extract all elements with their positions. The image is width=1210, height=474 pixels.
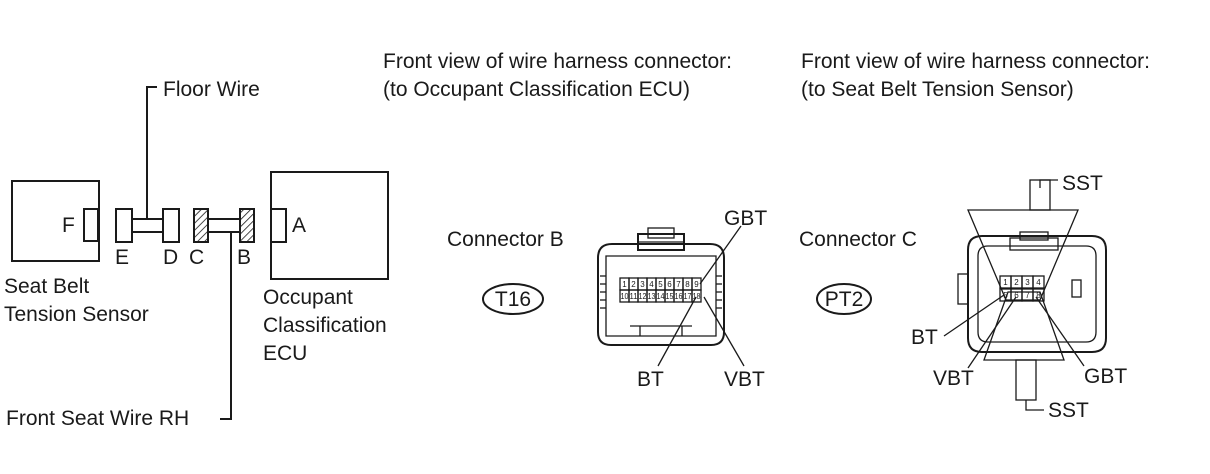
gbt-leader-b [699,225,742,285]
connector-b-heading-line2: (to Occupant Classification ECU) [383,78,690,101]
sensor-label-line2: Tension Sensor [4,303,149,326]
sst-probe-bottom [983,291,1065,361]
b-pin: 6 [667,280,672,289]
b-pin: 13 [648,292,656,301]
connector-c-heading-line1: Front view of wire harness connector: [801,50,1150,73]
floor-wire-leader [146,86,157,219]
connector-b-heading-line1: Front view of wire harness connector: [383,50,732,73]
harness-layout: F A Floor Wire Front Seat Wire RH E D C … [4,78,389,430]
connector-c-heading-line2: (to Seat Belt Tension Sensor) [801,78,1074,101]
connector-c-pin-grid: 1 2 3 4 5 6 7 8 [999,275,1045,302]
connector-c-latch [1009,237,1059,251]
sst-bottom-leader [1025,400,1044,411]
connector-b-housing [597,243,725,346]
vbt-leader-c [967,296,1017,369]
connector-c-view: Front view of wire harness connector: (t… [799,50,1150,422]
connector-e-label: E [115,246,129,269]
bt-leader-c [943,294,1005,337]
sst-top-leader [1039,179,1058,188]
sst-probe-top [967,209,1079,301]
connector-b-code: T16 [495,288,531,311]
b-pin: 16 [675,292,683,301]
gbt-leader-c [1035,296,1085,367]
b-pin: 1 [622,280,627,289]
connector-c-code-badge [816,283,872,315]
sst-probe-bottom-handle [1015,359,1037,401]
connector-b-hatched [239,208,255,243]
b-pin: 7 [676,280,681,289]
bt-leader-b [657,296,697,367]
vbt-leader-b [703,296,745,367]
b-pin: 5 [658,280,663,289]
ecu-label-line2: Classification [263,314,387,337]
c-pin: 5 [1003,291,1008,300]
front-seat-wire-label: Front Seat Wire RH [6,407,189,430]
b-pin: 2 [631,280,636,289]
floor-wire-label: Floor Wire [163,78,260,101]
connector-b-view: Front view of wire harness connector: (t… [383,50,767,391]
b-pin: 8 [685,280,690,289]
b-pin: 11 [630,292,639,301]
connector-b-gbt-label: GBT [724,207,767,230]
b-pin: 3 [640,280,645,289]
connector-b-name: Connector B [447,228,564,251]
sensor-label-line1: Seat Belt [4,275,89,298]
b-pin: 9 [694,280,699,289]
connector-c-bt-label: BT [911,326,938,349]
c-pin: 3 [1025,278,1030,287]
connector-d-label: D [163,246,178,269]
connector-b-code-badge [482,283,544,315]
connector-c-hatched [193,208,209,243]
c-pin: 6 [1014,291,1019,300]
c-pin: 2 [1014,278,1019,287]
occupant-classification-ecu-box [270,171,389,280]
pin-a-label: A [292,214,306,237]
b-pin: 10 [621,292,629,301]
connector-b-label: B [237,246,251,269]
c-pin: 1 [1003,278,1008,287]
connector-c-name: Connector C [799,228,917,251]
b-pin: 12 [639,292,647,301]
c-pin: 4 [1036,278,1041,287]
ecu-connector-a [270,208,287,243]
c-pin: 7 [1025,291,1030,300]
connector-c-sst-top-label: SST [1062,172,1103,195]
connector-b-vbt-label: VBT [724,368,765,391]
connector-b-pin-grid: 1 2 3 4 5 6 7 8 9 10 11 12 13 14 15 16 1… [619,277,702,303]
connector-c-vbt-label: VBT [933,367,974,390]
connector-c-gbt-label: GBT [1084,365,1127,388]
b-pin: 4 [649,280,654,289]
pin-f-label: F [62,214,75,237]
connector-e [115,208,133,243]
connector-c-code: PT2 [825,288,864,311]
connector-c-housing [967,235,1107,353]
b-pin: 15 [666,292,674,301]
ecu-label-line1: Occupant [263,286,353,309]
connector-b-bt-label: BT [637,368,664,391]
connector-c-label: C [189,246,204,269]
b-pin: 17 [684,292,692,301]
b-pin: 18 [693,292,701,301]
c-pin: 8 [1036,291,1041,300]
b-pin: 14 [657,292,665,301]
sensor-connector-f [83,208,99,242]
ecu-label-line3: ECU [263,342,307,365]
connector-c-sst-bottom-label: SST [1048,399,1089,422]
connector-d [162,208,180,243]
front-seat-wire-leader [220,232,232,420]
